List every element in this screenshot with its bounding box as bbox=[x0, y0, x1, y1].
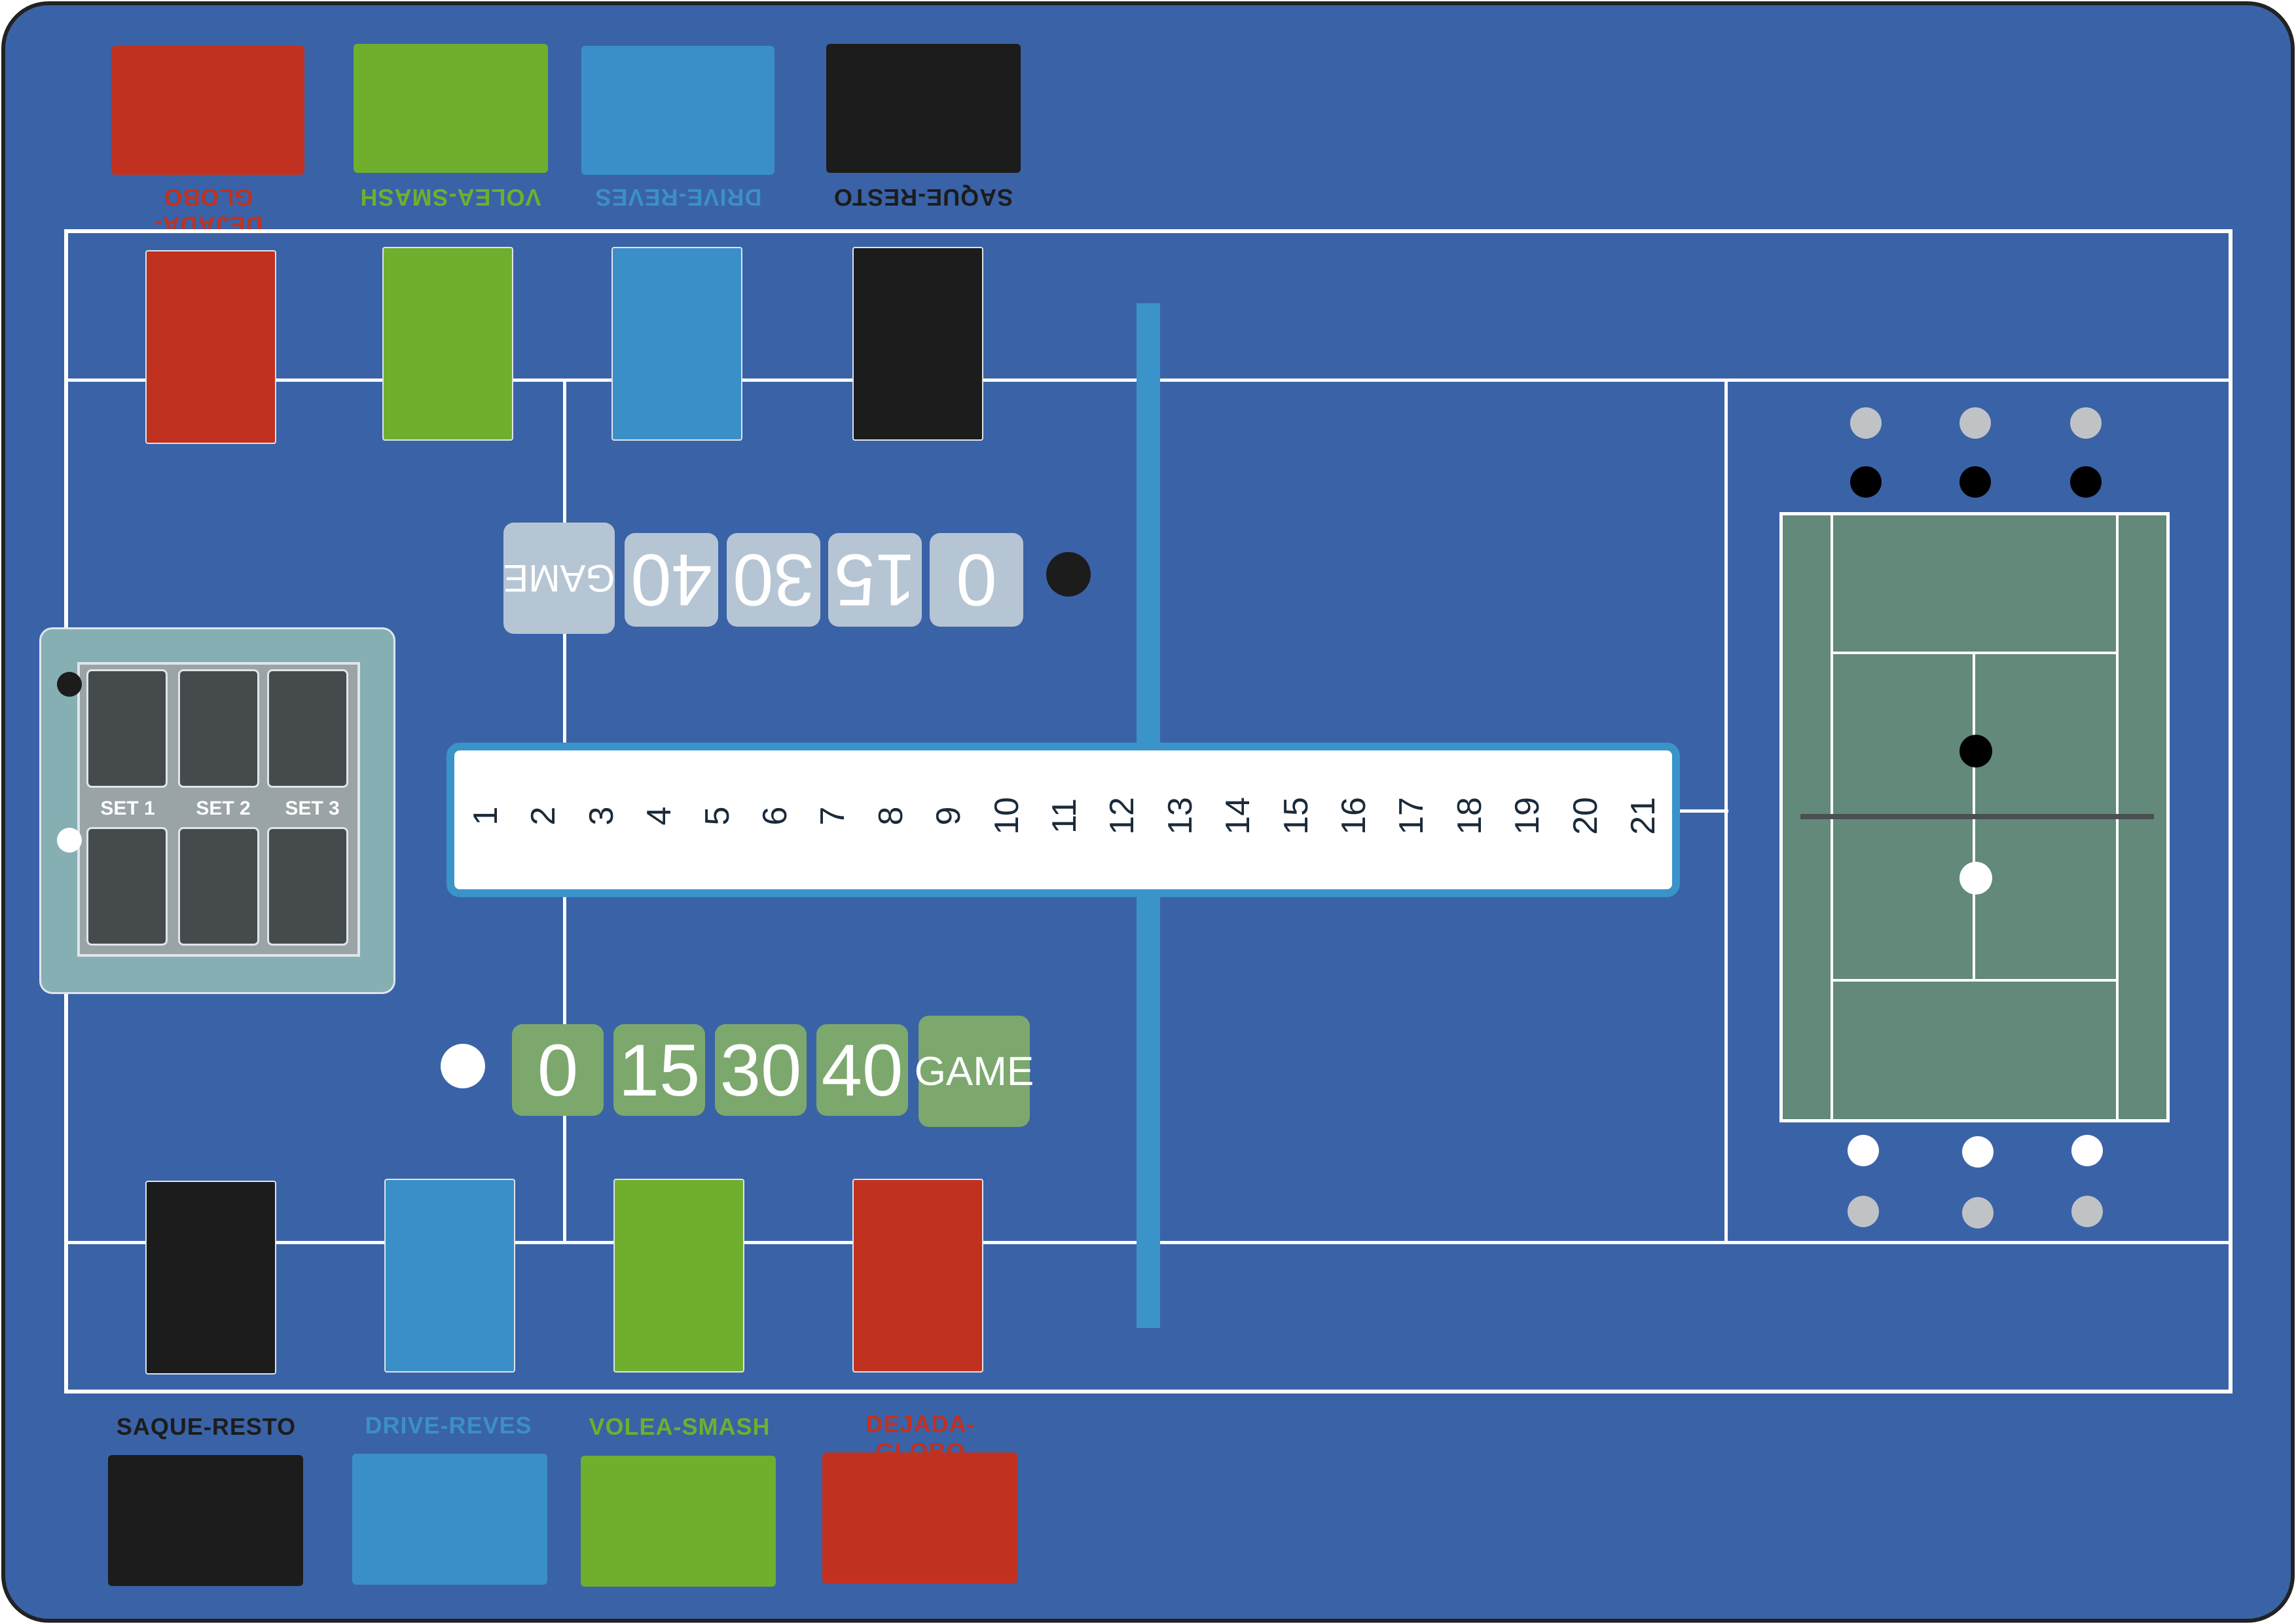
set-label-2: SET 2 bbox=[196, 798, 251, 819]
court-outer-right-line bbox=[2229, 229, 2232, 1393]
player-card-dejada-globo-top[interactable] bbox=[145, 250, 276, 444]
counter-top-black-3[interactable] bbox=[2070, 466, 2102, 498]
sets-marker-white[interactable] bbox=[57, 828, 82, 853]
counter-bottom-white-1[interactable] bbox=[1848, 1135, 1879, 1166]
point-track-number-12[interactable]: 12 bbox=[1103, 797, 1141, 835]
score-tile-bottom-30-label: 30 bbox=[720, 1029, 802, 1111]
score-tile-bottom-15-label: 15 bbox=[618, 1029, 701, 1111]
point-track-number-5[interactable]: 5 bbox=[699, 806, 737, 826]
legend-card-dejada-globo-top[interactable] bbox=[111, 46, 304, 175]
player-card-dejada-globo-bottom[interactable] bbox=[852, 1179, 983, 1373]
legend-label-saque-resto-top: SAQUE-RESTO bbox=[833, 184, 1013, 211]
court-outer-top-line bbox=[64, 229, 2232, 233]
point-track-number-16[interactable]: 16 bbox=[1335, 797, 1373, 835]
point-track-number-7[interactable]: 7 bbox=[814, 806, 852, 826]
score-tile-bottom-40-label: 40 bbox=[821, 1029, 903, 1111]
mini-court-net bbox=[1800, 814, 2154, 819]
legend-card-volea-smash-bottom[interactable] bbox=[581, 1456, 776, 1587]
score-tile-top-40[interactable]: 40 bbox=[625, 533, 718, 627]
player-card-volea-smash-bottom[interactable] bbox=[613, 1179, 744, 1373]
point-track-number-6[interactable]: 6 bbox=[756, 806, 794, 826]
legend-label-drive-reves-bottom: DRIVE-REVES bbox=[365, 1412, 532, 1439]
score-tile-bottom-40[interactable]: 40 bbox=[816, 1024, 908, 1116]
legend-card-saque-resto-bottom[interactable] bbox=[108, 1455, 303, 1586]
set3-slot-bottom[interactable] bbox=[267, 827, 348, 946]
point-track-number-18[interactable]: 18 bbox=[1451, 797, 1489, 835]
score-tile-top-0[interactable]: 0 bbox=[930, 533, 1023, 627]
legend-label-drive-reves-top: DRIVE-REVES bbox=[594, 184, 762, 211]
legend-card-dejada-globo-bottom[interactable] bbox=[822, 1452, 1017, 1583]
score-tile-top-40-label: 40 bbox=[630, 539, 712, 621]
counter-bottom-white-2[interactable] bbox=[1962, 1136, 1994, 1168]
point-track-number-14[interactable]: 14 bbox=[1219, 797, 1257, 835]
player-card-drive-reves-top[interactable] bbox=[611, 247, 742, 441]
counter-bottom-white-3[interactable] bbox=[2071, 1135, 2103, 1166]
score-tile-top-30[interactable]: 30 bbox=[727, 533, 820, 627]
score-tile-bottom-0[interactable]: 0 bbox=[512, 1024, 604, 1116]
point-track-number-13[interactable]: 13 bbox=[1161, 797, 1199, 835]
point-track-number-21[interactable]: 21 bbox=[1624, 797, 1662, 835]
point-track-number-11[interactable]: 11 bbox=[1046, 798, 1084, 834]
score-tile-top-game-label: GAME bbox=[503, 557, 615, 600]
counter-top-grey-2[interactable] bbox=[1959, 407, 1991, 439]
legend-label-volea-smash-bottom: VOLEA-SMASH bbox=[589, 1413, 771, 1440]
point-track-number-10[interactable]: 10 bbox=[988, 797, 1026, 835]
point-track-number-19[interactable]: 19 bbox=[1508, 797, 1546, 835]
counter-top-grey-3[interactable] bbox=[2070, 407, 2102, 439]
counter-top-grey-1[interactable] bbox=[1850, 407, 1882, 439]
score-tile-top-15-label: 15 bbox=[834, 539, 916, 621]
point-track bbox=[446, 743, 1680, 897]
set-label-1: SET 1 bbox=[100, 798, 155, 819]
counter-bottom-grey-1[interactable] bbox=[1848, 1196, 1879, 1227]
player-card-drive-reves-bottom[interactable] bbox=[384, 1179, 515, 1373]
point-track-number-4[interactable]: 4 bbox=[640, 806, 678, 826]
counter-top-black-1[interactable] bbox=[1850, 466, 1882, 498]
court-center-line bbox=[1676, 809, 1728, 813]
legend-card-saque-resto-top[interactable] bbox=[826, 44, 1021, 173]
counter-bottom-grey-2[interactable] bbox=[1962, 1197, 1994, 1228]
score-tile-top-0-label: 0 bbox=[956, 539, 997, 621]
legend-label-volea-smash-top: VOLEA-SMASH bbox=[359, 184, 541, 211]
legend-card-volea-smash-top[interactable] bbox=[354, 44, 548, 173]
serve-marker-bottom[interactable] bbox=[441, 1044, 485, 1088]
point-track-number-9[interactable]: 9 bbox=[930, 806, 968, 826]
set1-slot-bottom[interactable] bbox=[86, 827, 168, 946]
score-tile-top-game[interactable]: GAME bbox=[503, 523, 615, 634]
court-outer-bottom-line bbox=[64, 1390, 2232, 1393]
legend-card-drive-reves-bottom[interactable] bbox=[352, 1454, 547, 1585]
point-track-number-8[interactable]: 8 bbox=[872, 806, 910, 826]
score-tile-bottom-30[interactable]: 30 bbox=[715, 1024, 807, 1116]
player-card-volea-smash-top[interactable] bbox=[382, 247, 513, 441]
legend-label-saque-resto-bottom: SAQUE-RESTO bbox=[116, 1413, 297, 1440]
player-card-saque-resto-top[interactable] bbox=[852, 247, 983, 441]
point-track-number-15[interactable]: 15 bbox=[1277, 797, 1315, 835]
point-track-number-2[interactable]: 2 bbox=[524, 806, 562, 826]
point-track-number-3[interactable]: 3 bbox=[583, 806, 621, 826]
serve-marker-top[interactable] bbox=[1046, 552, 1091, 597]
score-tile-bottom-game-label: GAME bbox=[914, 1048, 1034, 1094]
player-card-saque-resto-bottom[interactable] bbox=[145, 1181, 276, 1375]
legend-card-drive-reves-top[interactable] bbox=[581, 46, 774, 175]
sets-marker-black[interactable] bbox=[57, 672, 82, 697]
set3-slot-top[interactable] bbox=[267, 669, 348, 788]
counter-top-black-2[interactable] bbox=[1959, 466, 1991, 498]
point-track-number-20[interactable]: 20 bbox=[1567, 797, 1605, 835]
set2-slot-bottom[interactable] bbox=[178, 827, 259, 946]
point-track-number-17[interactable]: 17 bbox=[1393, 797, 1430, 835]
score-tile-bottom-game[interactable]: GAME bbox=[915, 1016, 1034, 1127]
score-tile-top-15[interactable]: 15 bbox=[828, 533, 922, 627]
set1-slot-top[interactable] bbox=[86, 669, 168, 788]
set-label-3: SET 3 bbox=[285, 798, 340, 819]
score-tile-bottom-0-label: 0 bbox=[537, 1029, 579, 1111]
point-track-number-1[interactable]: 1 bbox=[467, 806, 505, 826]
score-tile-top-30-label: 30 bbox=[733, 539, 814, 621]
mini-court-ball-white[interactable] bbox=[1959, 862, 1992, 895]
score-tile-bottom-15[interactable]: 15 bbox=[613, 1024, 705, 1116]
set2-slot-top[interactable] bbox=[178, 669, 259, 788]
counter-bottom-grey-3[interactable] bbox=[2071, 1196, 2103, 1227]
mini-court-ball-black[interactable] bbox=[1959, 735, 1992, 767]
